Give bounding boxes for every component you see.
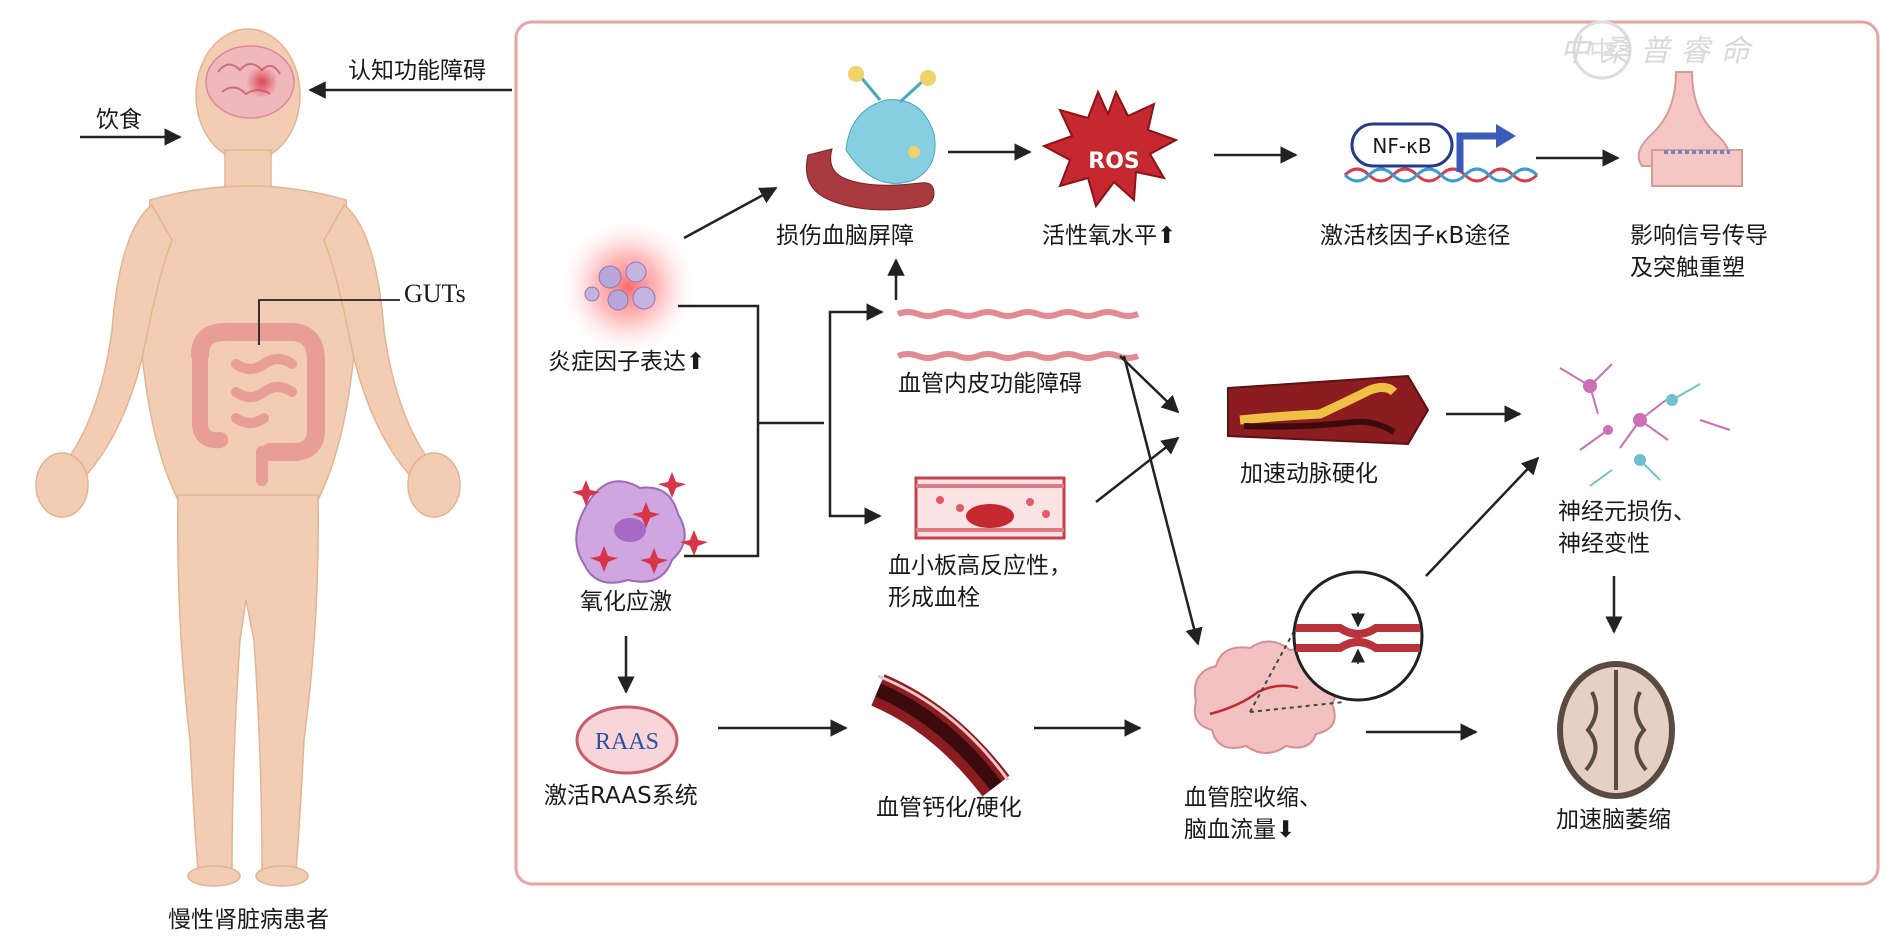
- label-cognitive-dysfunction: 认知功能障碍: [348, 58, 486, 84]
- human-body-figure: [35, 28, 461, 887]
- label-brain-atrophy: 加速脑萎缩: [1556, 807, 1671, 833]
- label-platelet-line1: 血小板高反应性，: [888, 553, 1072, 579]
- label-endothelial: 血管内皮功能障碍: [898, 371, 1082, 397]
- label-nfkb: 激活核因子κB途径: [1320, 223, 1511, 249]
- label-raas: 激活RAAS系统: [544, 783, 698, 809]
- atrophied-brain-icon: [1557, 661, 1675, 799]
- label-neuron-line2: 神经变性: [1558, 531, 1650, 557]
- label-inflammation: 炎症因子表达⬆: [548, 349, 706, 375]
- label-bbb: 损伤血脑屏障: [776, 223, 914, 249]
- nfkb-promoter-icon: [1343, 122, 1539, 183]
- raas-badge: [575, 705, 679, 775]
- label-platelet-line2: 形成血栓: [888, 585, 980, 611]
- label-atherosclerosis: 加速动脉硬化: [1240, 461, 1378, 487]
- ros-starburst-icon: [1041, 89, 1179, 209]
- atherosclerosis-vessel-icon: [1227, 374, 1430, 446]
- brain-vessel-icon: [1193, 570, 1424, 754]
- label-lumen-line2: 脑血流量⬇: [1184, 817, 1296, 843]
- calcified-vessel-icon: [871, 674, 1010, 797]
- pathway-panel: [514, 20, 1880, 886]
- label-synapse-line2: 及突触重塑: [1630, 255, 1745, 281]
- label-synapse-line1: 影响信号传导: [1630, 223, 1768, 249]
- watermark-seal-text: 中: [1589, 37, 1615, 67]
- label-guts: GUTs: [404, 279, 466, 308]
- label-ros: 活性氧水平⬆: [1042, 223, 1177, 249]
- neuron-network-icon: [1559, 363, 1731, 487]
- nfkb-badge-text: NF-κB: [1372, 134, 1431, 158]
- platelet-clot-icon: [914, 476, 1066, 540]
- endothelium-icon: [896, 309, 1140, 361]
- watermark-seal-icon: 中: [1572, 20, 1632, 80]
- label-oxidative-stress: 氧化应激: [580, 589, 672, 615]
- synapse-icon: [1637, 71, 1743, 187]
- flow-arrows: [617, 143, 1623, 741]
- label-diet: 饮食: [96, 107, 142, 133]
- watermark-text: 中桑普睿命: [1560, 34, 1760, 69]
- blood-brain-barrier-icon: [806, 66, 936, 211]
- head-brain-icon: [205, 45, 295, 119]
- ros-badge-text: ROS: [1088, 149, 1140, 174]
- label-neuron-line1: 神经元损伤、: [1558, 499, 1696, 525]
- oxidative-stress-cell-icon: [572, 472, 708, 584]
- guts-leader-line: [258, 299, 400, 345]
- inflammation-cells-icon: [556, 215, 700, 359]
- raas-badge-text: RAAS: [595, 729, 659, 755]
- label-ckd-patient: 慢性肾脏病患者: [168, 907, 329, 933]
- label-calcification: 血管钙化/硬化: [876, 795, 1022, 821]
- label-lumen-line1: 血管腔收缩、: [1184, 785, 1322, 811]
- gut-intestines-icon: [191, 322, 325, 486]
